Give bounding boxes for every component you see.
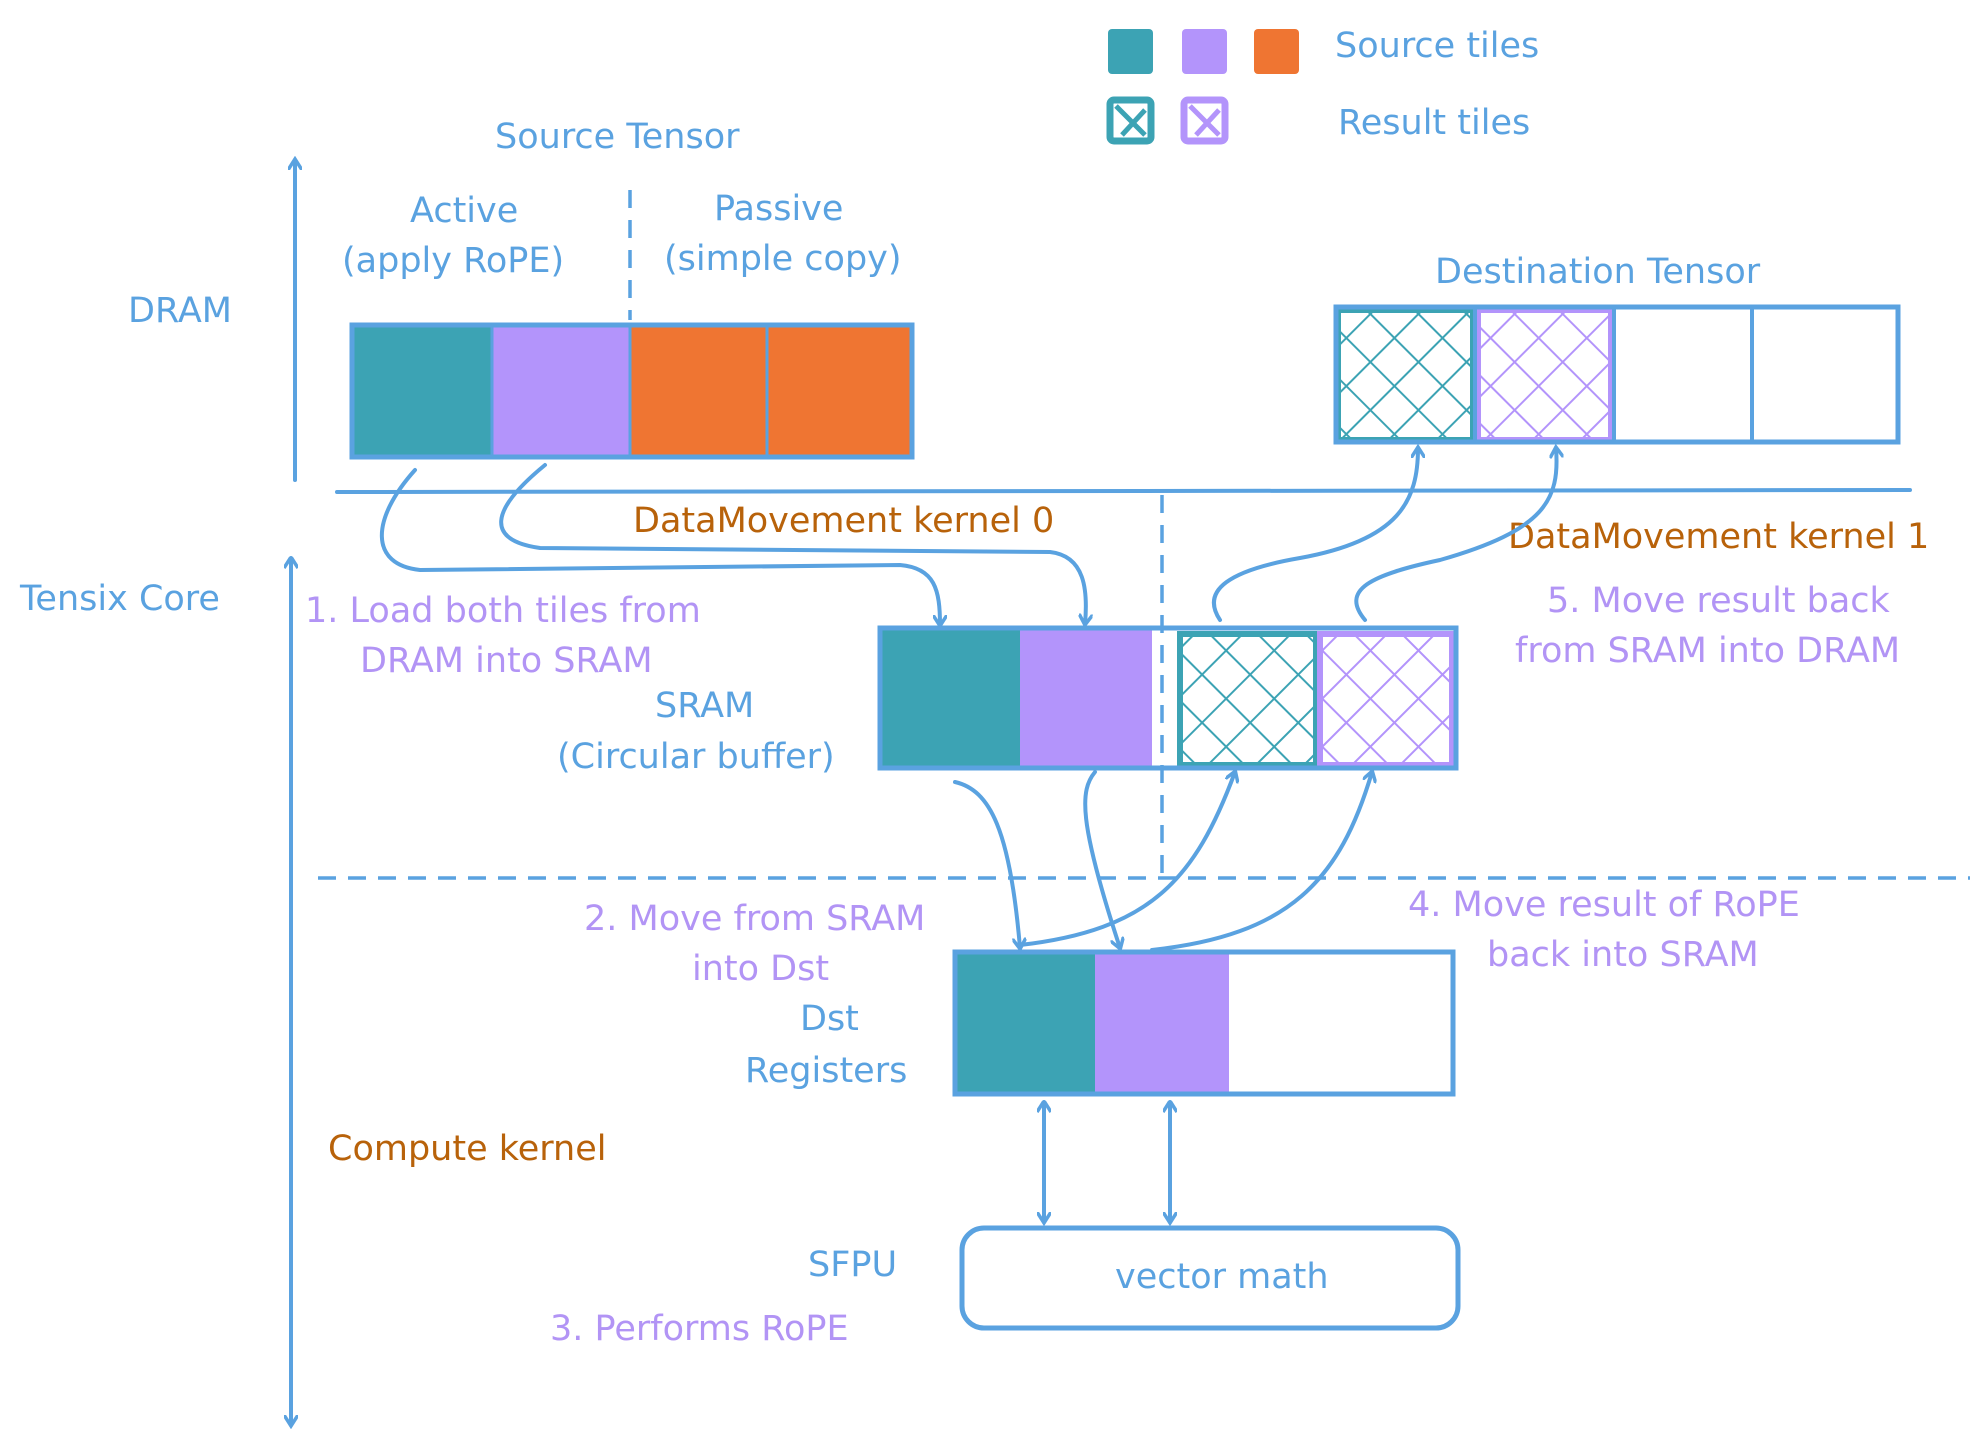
sram-label: SRAM xyxy=(655,686,754,726)
dm-kernel-0-label: DataMovement kernel 0 xyxy=(633,501,1054,541)
arrow-sram-purple-result-to-dram xyxy=(1354,448,1556,622)
legend-result-label: Result tiles xyxy=(1338,103,1530,143)
dst-sublabel: Registers xyxy=(745,1051,907,1091)
dst-tile-purple xyxy=(1095,953,1229,1093)
legend-teal-result-tile xyxy=(1106,96,1155,145)
dest-tile-purple-result xyxy=(1475,307,1614,443)
step5-line1: 5. Move result back xyxy=(1547,581,1891,621)
step4-line2: back into SRAM xyxy=(1487,935,1759,975)
source-tile-orange-1 xyxy=(630,325,767,457)
dest-tile-empty-1 xyxy=(1614,308,1752,442)
dest-tile-teal-result xyxy=(1335,307,1476,443)
arrow-sram-teal-to-dst xyxy=(953,780,1020,948)
step3-label: 3. Performs RoPE xyxy=(550,1309,849,1349)
sram-circular-buffer xyxy=(877,625,1459,771)
arrow-sram-purple-to-dst xyxy=(1083,770,1120,948)
arrow-dst-to-sram-teal-result xyxy=(1018,772,1235,947)
sram-tile-purple xyxy=(1020,630,1152,768)
compute-kernel-label: Compute kernel xyxy=(328,1129,607,1169)
source-tile-orange-2 xyxy=(767,325,912,457)
step2-line2: into Dst xyxy=(692,949,829,989)
source-tile-purple xyxy=(492,325,630,457)
step2-line1: 2. Move from SRAM xyxy=(584,899,925,939)
tensix-label: Tensix Core xyxy=(19,579,220,619)
sram-tile-teal-result xyxy=(1177,631,1319,768)
sfpu-vector-math-box: vector math xyxy=(959,1225,1461,1331)
destination-tensor-title: Destination Tensor xyxy=(1435,252,1761,292)
dst-tile-teal xyxy=(957,953,1095,1093)
source-tensor-title: Source Tensor xyxy=(495,117,740,157)
arrow-dst-to-sram-purple-result xyxy=(1150,772,1372,952)
source-tile-teal xyxy=(352,325,492,457)
vector-math-label: vector math xyxy=(1115,1257,1329,1297)
arrow-dram-teal-to-sram xyxy=(379,468,940,625)
passive-label: Passive xyxy=(714,189,843,229)
sram-tile-teal xyxy=(880,630,1020,768)
sram-sublabel: (Circular buffer) xyxy=(557,737,835,777)
dest-tile-empty-2 xyxy=(1752,308,1898,442)
sfpu-label: SFPU xyxy=(808,1245,897,1285)
step1-line1: 1. Load both tiles from xyxy=(305,591,701,631)
dram-boundary-line xyxy=(335,488,1912,494)
sram-tile-purple-result xyxy=(1317,631,1455,768)
dst-registers xyxy=(952,949,1456,1097)
legend-orange-source-tile xyxy=(1254,29,1299,74)
arrow-dram-purple-to-sram xyxy=(499,463,1086,624)
dm-kernel-1-label: DataMovement kernel 1 xyxy=(1508,517,1929,557)
dram-label: DRAM xyxy=(128,291,232,331)
dst-label: Dst xyxy=(800,999,859,1039)
active-label: Active xyxy=(410,191,518,231)
legend: Source tiles Result tiles xyxy=(1106,26,1539,145)
active-sublabel: (apply RoPE) xyxy=(342,241,564,281)
dst-tile-empty xyxy=(1229,953,1453,1093)
legend-purple-source-tile xyxy=(1182,29,1227,74)
legend-source-label: Source tiles xyxy=(1335,26,1539,66)
legend-purple-result-tile xyxy=(1180,96,1229,145)
step5-line2: from SRAM into DRAM xyxy=(1515,631,1900,671)
step1-line2: DRAM into SRAM xyxy=(360,641,653,681)
arrow-sram-teal-result-to-dram xyxy=(1212,448,1418,622)
destination-tensor xyxy=(1333,304,1901,445)
legend-teal-source-tile xyxy=(1108,29,1153,74)
source-tensor xyxy=(349,322,915,460)
step4-line1: 4. Move result of RoPE xyxy=(1408,885,1800,925)
passive-sublabel: (simple copy) xyxy=(664,239,902,279)
